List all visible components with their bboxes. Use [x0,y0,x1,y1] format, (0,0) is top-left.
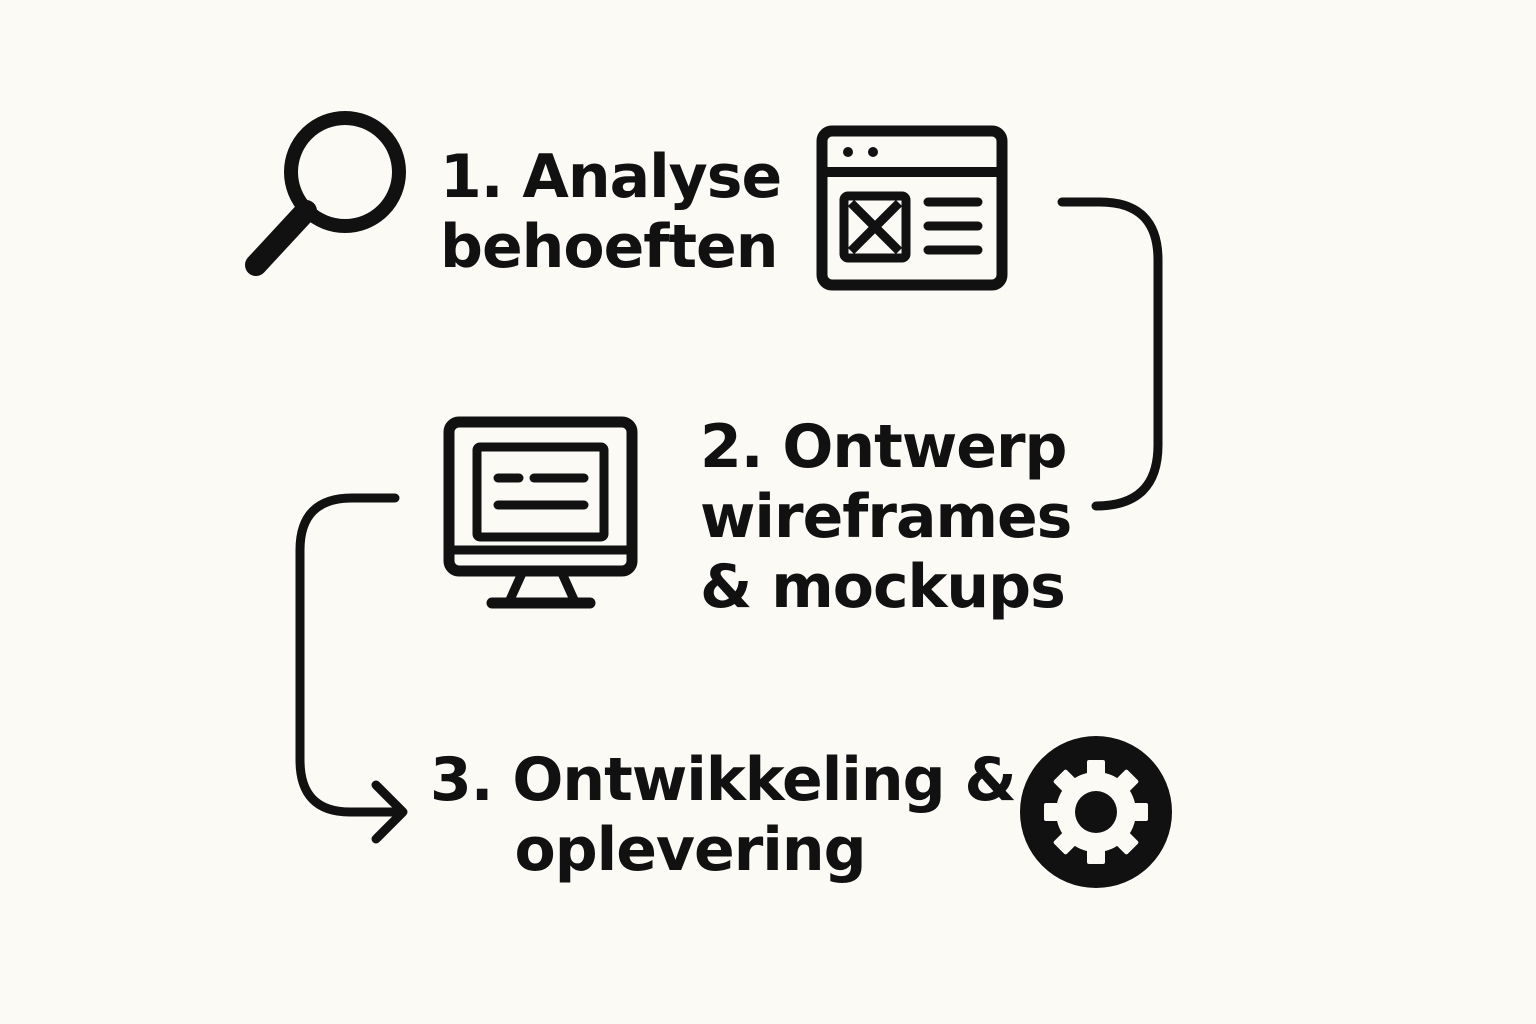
arrow-head [371,780,408,844]
step-3-line2: oplevering [514,815,866,885]
step-2-line2: wireframes [700,482,1072,552]
magnifier-icon [245,111,406,276]
step-2-line3: & mockups [700,552,1066,622]
connector-2-to-3 [295,493,405,817]
step-3-line1: 3. Ontwikkeling & [430,745,1017,815]
step-3-label: 3. Ontwikkeling & oplevering [430,745,1017,885]
step-1-line2: behoeften [440,212,778,282]
step-1-line1: 1. Analyse [440,142,782,212]
browser-wireframe-icon [816,125,1008,291]
step-2-line1: 2. Ontwerp [700,412,1068,482]
gear-icon [1020,736,1172,888]
monitor-icon [443,416,638,609]
step-1-label: 1. Analyse behoeften [440,142,782,282]
step-2-label: 2. Ontwerp wireframes & mockups [700,412,1072,622]
connector-1-to-2 [1057,197,1163,511]
